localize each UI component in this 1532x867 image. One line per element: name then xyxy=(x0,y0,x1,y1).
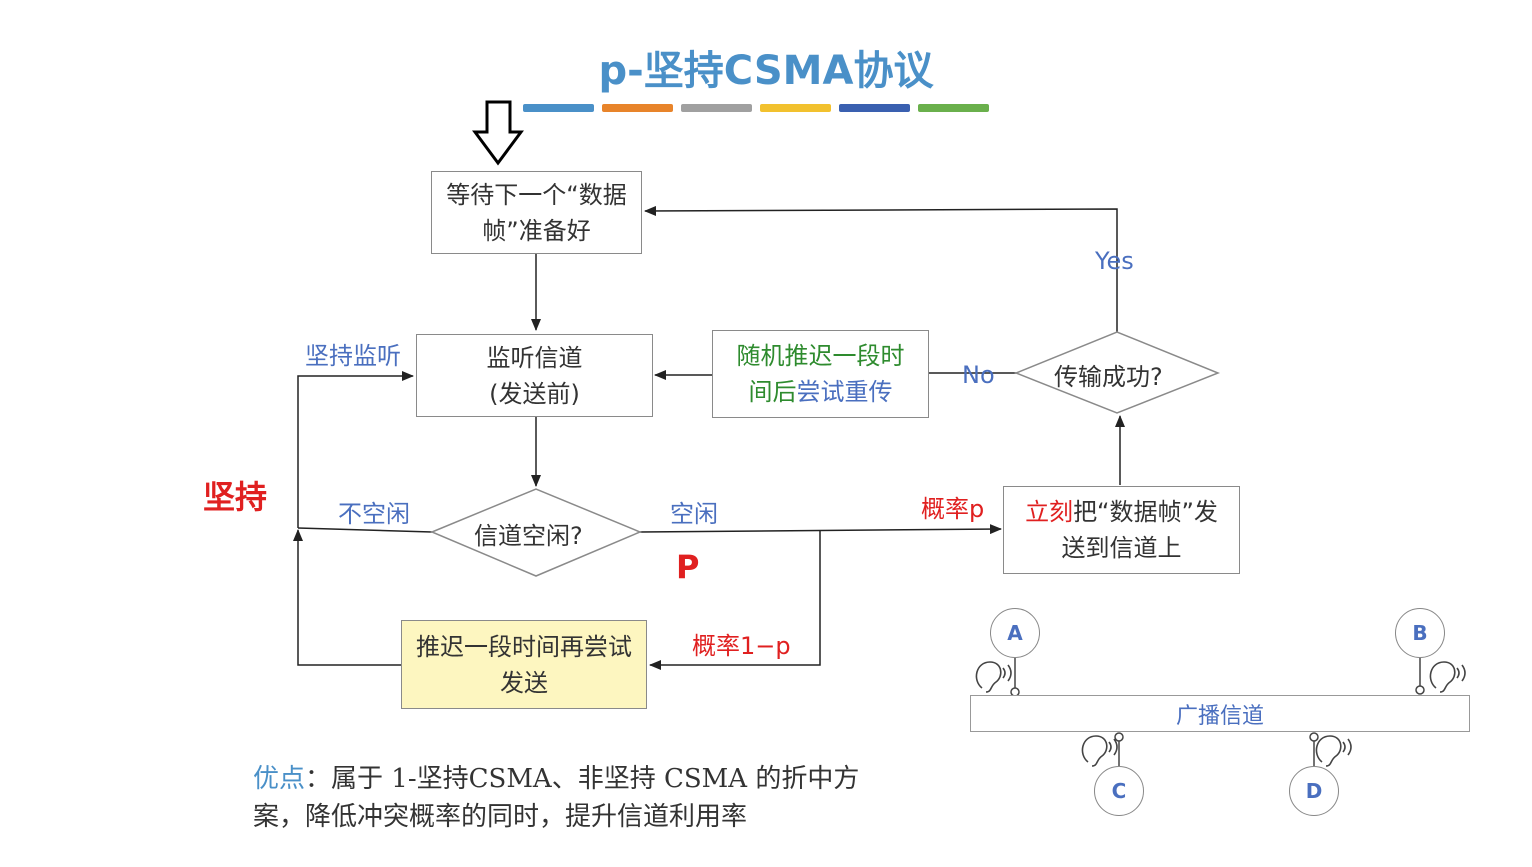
listen-channel-box: 监听信道 (发送前) xyxy=(416,334,653,417)
success-decision-diamond xyxy=(1013,331,1221,414)
summary-label: 优点 xyxy=(253,764,306,794)
ear-icon-b xyxy=(1429,661,1466,693)
ear-icon-c xyxy=(1081,735,1118,767)
not-idle-label: 不空闲 xyxy=(338,500,410,528)
idle-decision-text: 信道空闲? xyxy=(474,522,583,550)
node-b: B xyxy=(1395,608,1445,658)
color-bar-4 xyxy=(760,104,831,112)
listen-channel-subtext: (发送前) xyxy=(489,379,580,408)
wait-frame-box: 等待下一个“数据帧”准备好 xyxy=(431,171,642,254)
color-bar-strip xyxy=(523,104,989,112)
prob-p-label: 概率p xyxy=(921,495,985,523)
send-frame-text-a: 立刻 xyxy=(1025,498,1074,526)
page-title: p-坚持CSMA协议 xyxy=(598,48,934,94)
random-backoff-text-2b: 尝试重传 xyxy=(796,378,893,406)
ear-icon-a xyxy=(975,661,1012,693)
start-arrow-icon xyxy=(472,100,524,166)
color-bar-1 xyxy=(523,104,594,112)
delay-retry-text: 推迟一段时间再尝试发送 xyxy=(416,632,632,697)
random-backoff-box: 随机推迟一段时 间后尝试重传 xyxy=(712,330,929,418)
node-a: A xyxy=(990,608,1040,658)
idle-label: 空闲 xyxy=(670,500,718,528)
node-c: C xyxy=(1094,766,1144,816)
idle-decision-diamond xyxy=(430,488,642,577)
persist-listen-label: 坚持监听 xyxy=(305,342,401,370)
delay-retry-box: 推迟一段时间再尝试发送 xyxy=(401,620,647,709)
wait-frame-text: 等待下一个“数据帧”准备好 xyxy=(446,180,627,245)
color-bar-3 xyxy=(681,104,752,112)
summary-body: ：属于 1-坚持CSMA、非坚持 CSMA 的折中方案，降低冲突概率的同时，提升… xyxy=(253,764,860,832)
yes-label: Yes xyxy=(1095,247,1134,275)
color-bar-2 xyxy=(602,104,673,112)
color-bar-5 xyxy=(839,104,910,112)
color-bar-6 xyxy=(918,104,989,112)
no-label: No xyxy=(962,361,995,389)
success-decision-text: 传输成功? xyxy=(1054,363,1163,391)
random-backoff-text-2a: 间后 xyxy=(748,378,797,406)
send-frame-text-b: 把“数据帧”发送到信道上 xyxy=(1061,498,1218,562)
persist-label: 坚持 xyxy=(203,478,268,516)
p-label: P xyxy=(676,548,700,586)
node-d: D xyxy=(1289,766,1339,816)
send-frame-box: 立刻把“数据帧”发送到信道上 xyxy=(1003,486,1240,574)
prob-1-p-label: 概率1−p xyxy=(692,632,791,660)
listen-channel-text: 监听信道 xyxy=(486,343,583,372)
ear-icon-d xyxy=(1315,735,1352,767)
broadcast-channel: 广播信道 xyxy=(970,695,1470,732)
summary-text: 优点：属于 1-坚持CSMA、非坚持 CSMA 的折中方案，降低冲突概率的同时，… xyxy=(253,760,873,836)
random-backoff-text-1: 随机推迟一段时 xyxy=(736,342,905,370)
